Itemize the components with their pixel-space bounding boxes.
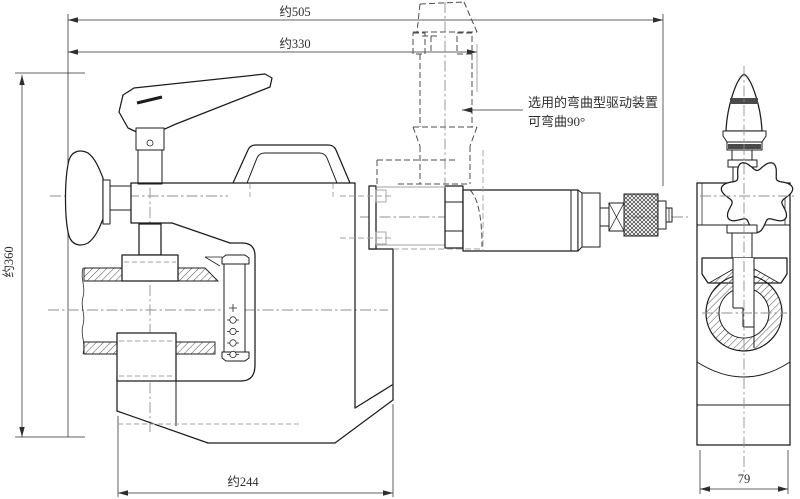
dim-505-label: 约505: [279, 4, 310, 19]
lower-clamp-block: [116, 332, 177, 382]
drive-cylinder: [462, 189, 579, 252]
front-view: [48, 1, 688, 444]
cone-tip: [722, 73, 767, 184]
side-base: [696, 361, 791, 446]
drive-hex-nut: [444, 185, 464, 249]
pipe-section: [81, 267, 220, 355]
dimension-overall-height: 约360: [1, 72, 85, 438]
annotation-bent-drive: 选用的弯曲型驱动装置 可弯曲90°: [462, 95, 658, 129]
upper-clamp-block: [121, 254, 179, 282]
drive-mounting-plate: [368, 185, 377, 250]
carry-handle: [232, 144, 351, 199]
star-knob: [720, 162, 794, 234]
annotation-line2: 可弯曲90°: [528, 114, 585, 129]
knob-shaft: [109, 185, 132, 211]
hand-knob: [64, 150, 132, 246]
drive-unit: [340, 185, 673, 252]
knurled-coupling: [623, 193, 659, 237]
dimension-side-width: 79: [699, 450, 789, 494]
phantom-bent-drive: [376, 1, 484, 250]
clamp-lever: [118, 73, 273, 185]
body-frame: [116, 182, 394, 444]
screw-plate: [221, 254, 250, 362]
clamp-screw-column: [138, 223, 162, 256]
annotation-line1: 选用的弯曲型驱动装置: [528, 95, 658, 110]
dim-79-label: 79: [738, 472, 751, 486]
plate-screws: [227, 316, 239, 359]
squeeze-ram: [733, 258, 754, 327]
lever-post: [137, 149, 163, 185]
dim-360-label: 约360: [1, 246, 16, 277]
clamp-blocks: [116, 223, 300, 426]
dimension-base-length: 约244: [117, 404, 394, 497]
dimension-overall-length: 约505: [67, 4, 664, 437]
pipe-break-line: [81, 267, 85, 355]
dim-330-label: 约330: [279, 36, 310, 51]
dim-244-label: 约244: [227, 474, 259, 489]
side-view: [696, 66, 794, 472]
dimension-body-length: 约330: [68, 36, 478, 92]
